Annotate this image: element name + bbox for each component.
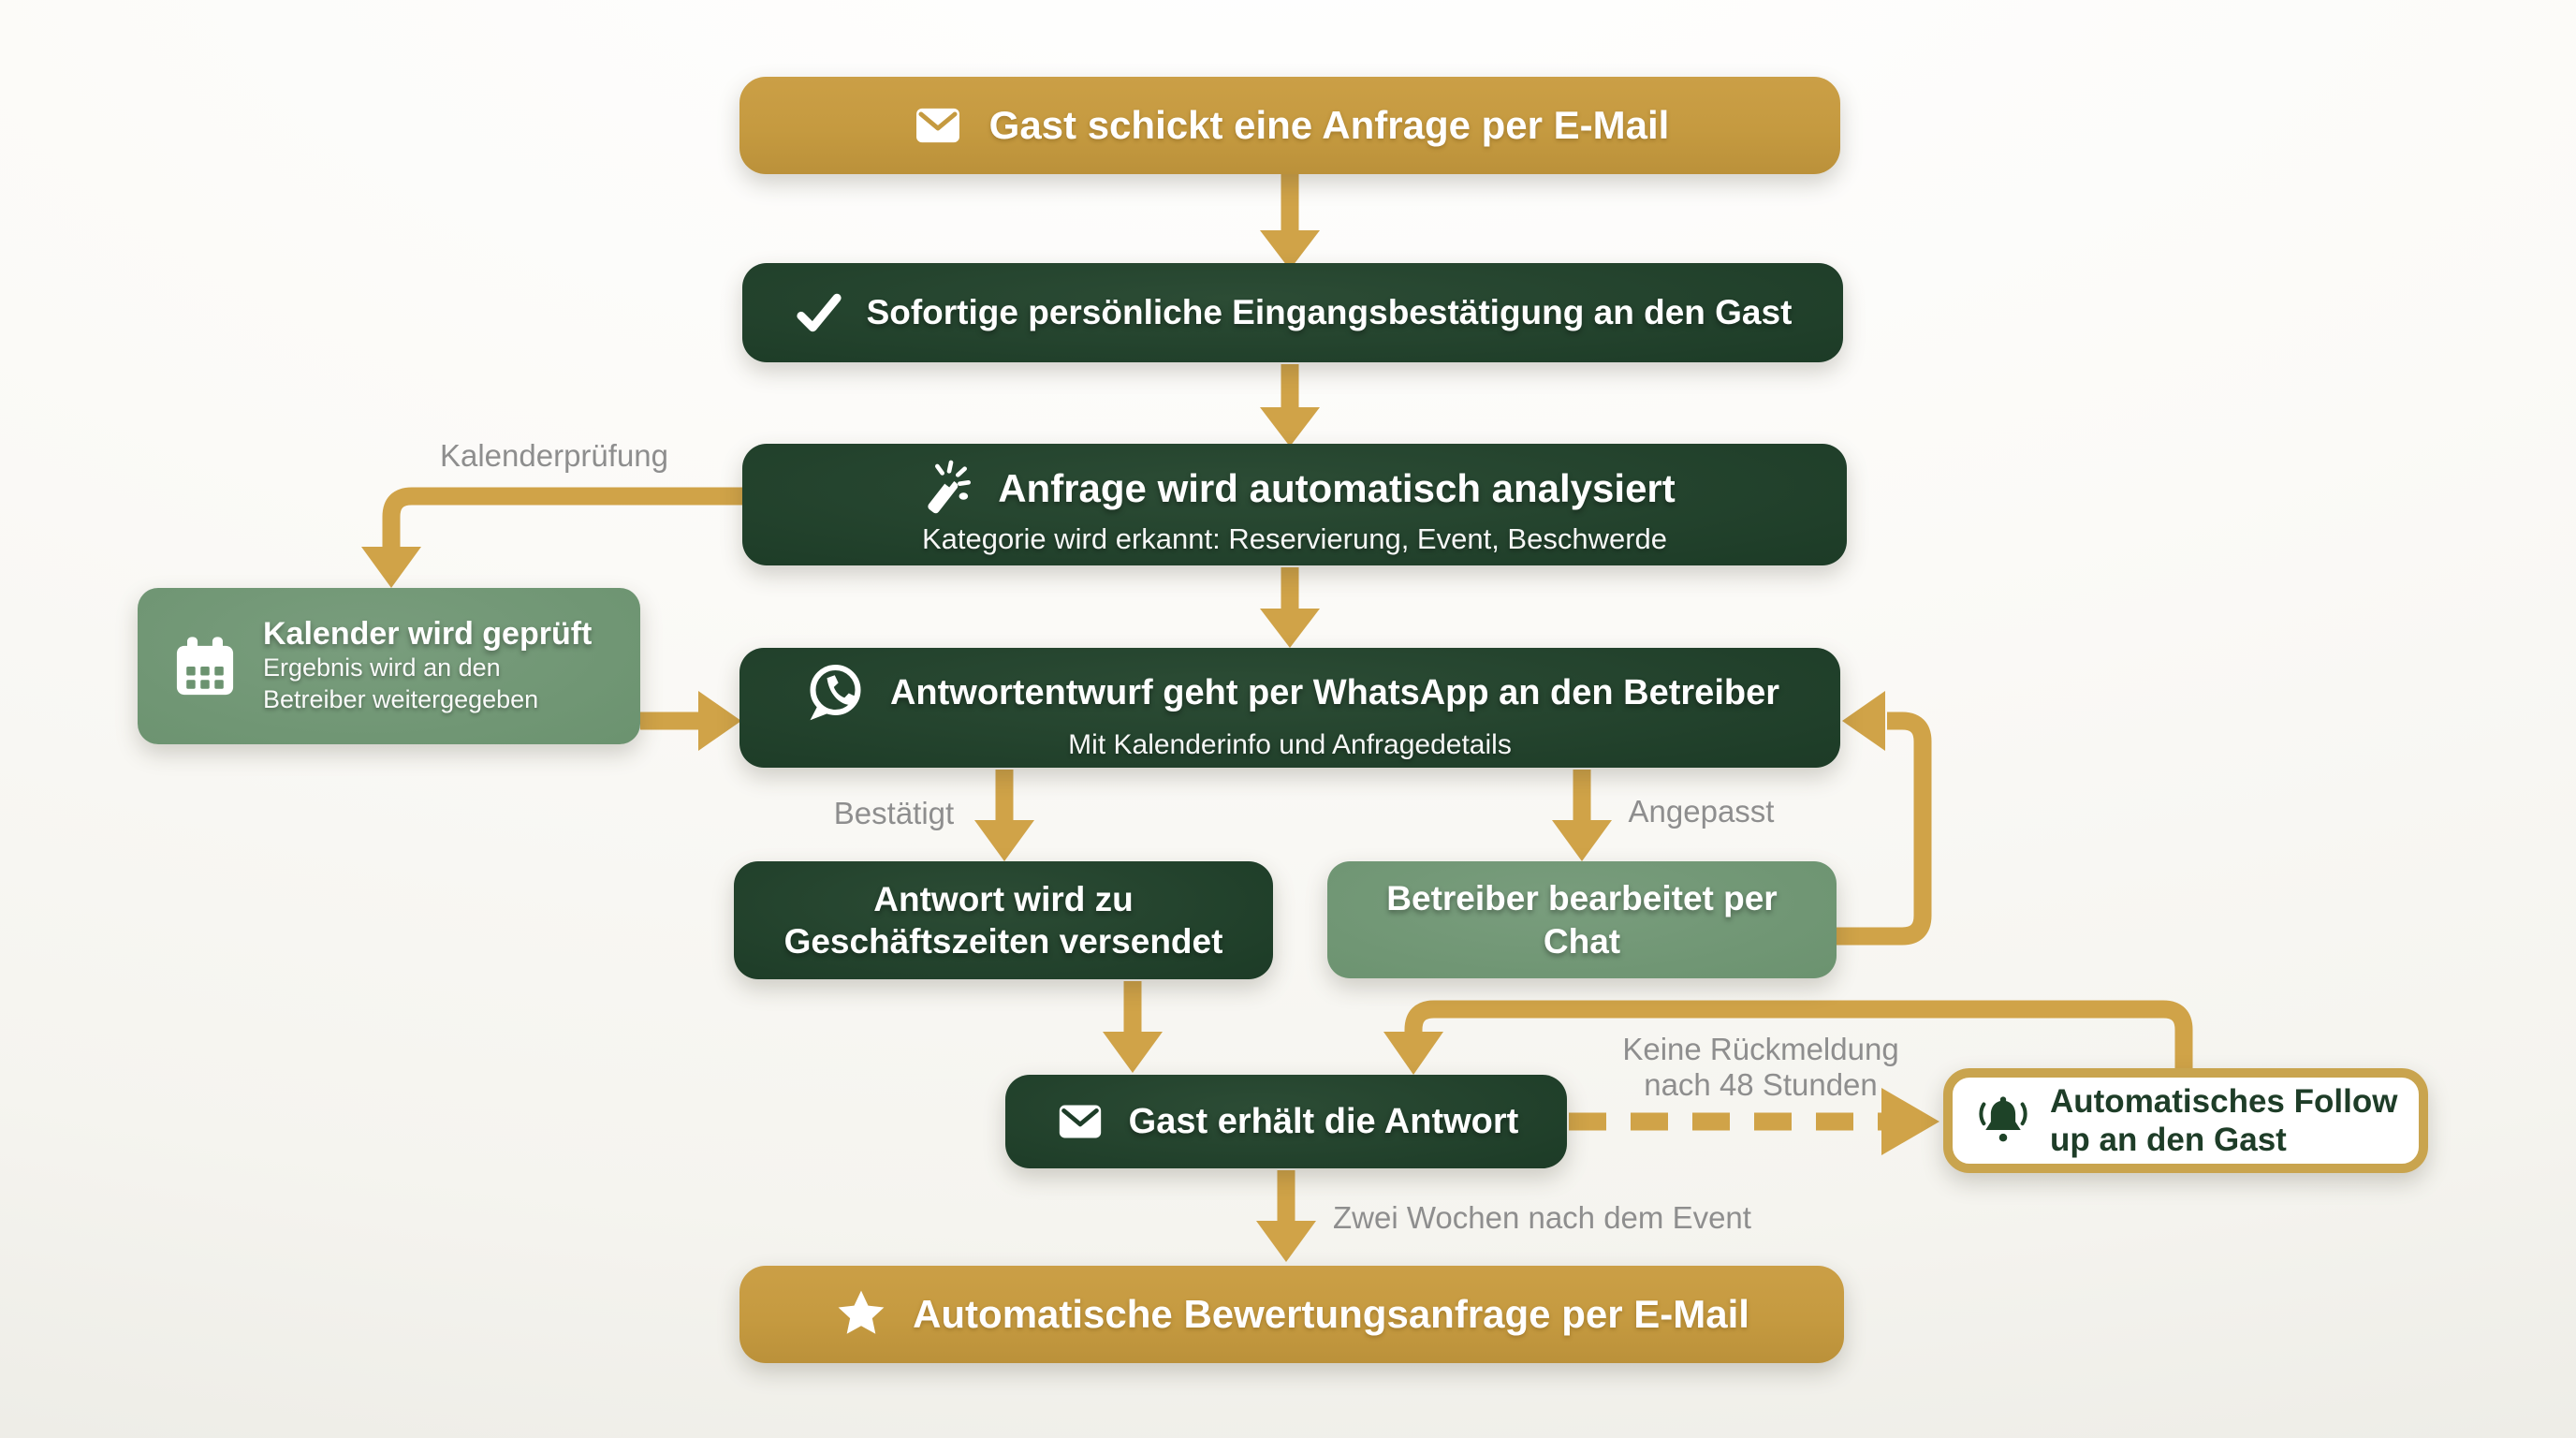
edge-label-adjusted: Angepasst	[1628, 794, 1775, 829]
node-title: Automatisches Follow up an den Gast	[2050, 1082, 2398, 1158]
edge-followup-to-guest	[1404, 1000, 2193, 1068]
node-title: Antwortentwurf geht per WhatsApp an den …	[889, 672, 1780, 712]
edge-chat-loop-to-whatsapp-arrowhead	[1842, 691, 1885, 751]
envelope-icon	[1059, 1105, 1101, 1138]
node-title: Gast erhält die Antwort	[1128, 1101, 1519, 1141]
node-subtitle: Ergebnis wird an den Betreiber weitergeg…	[263, 653, 539, 713]
edge-confirmation-to-analysis-arrowhead	[1260, 407, 1320, 447]
edge-analysis-to-whatsapp-arrowhead	[1260, 609, 1320, 648]
node-guest-sends-email: Gast schickt eine Anfrage per E-Mail	[739, 77, 1840, 174]
node-subtitle: Mit Kalenderinfo und Anfragedetails	[1068, 729, 1512, 760]
edge-label-two-weeks: Zwei Wochen nach dem Event	[1333, 1200, 1751, 1235]
edge-sendhours-to-guest-arrowhead	[1103, 1032, 1163, 1073]
whatsapp-icon	[810, 665, 861, 721]
star-icon	[838, 1290, 885, 1334]
check-icon	[796, 293, 842, 332]
node-subtitle: Kategorie wird erkannt: Reservierung, Ev…	[921, 522, 1668, 555]
node-title: Automatische Bewertungsanfrage per E-Mai…	[913, 1292, 1749, 1336]
node-automatic-follow-up: Automatisches Follow up an den Gast	[1943, 1068, 2428, 1173]
node-review-request: Automatische Bewertungsanfrage per E-Mai…	[739, 1266, 1844, 1363]
node-calendar-check: Kalender wird geprüft Ergebnis wird an d…	[138, 588, 640, 744]
edge-calendar-to-whatsapp-arrowhead	[698, 691, 741, 751]
node-whatsapp-draft: Antwortentwurf geht per WhatsApp an den …	[739, 648, 1840, 768]
edge-whatsapp-to-sendhours-arrowhead	[974, 820, 1034, 861]
node-automatic-analysis: Anfrage wird automatisch analysiert Kate…	[742, 444, 1847, 565]
node-title: Betreiber bearbeitet per Chat	[1386, 879, 1778, 961]
edge-whatsapp-to-chat-arrowhead	[1552, 820, 1612, 861]
node-title: Sofortige persönliche Eingangsbestätigun…	[866, 293, 1793, 331]
edge-chat-loop-to-whatsapp	[1837, 712, 1932, 946]
node-send-business-hours: Antwort wird zu Geschäftszeiten versende…	[734, 861, 1273, 979]
edge-analysis-to-calendar-arrowhead	[361, 547, 421, 588]
node-title: Antwort wird zu Geschäftszeiten versende…	[783, 879, 1223, 961]
edge-followup-to-guest-arrowhead	[1383, 1032, 1443, 1075]
edge-email-to-confirmation-arrowhead	[1260, 230, 1320, 270]
calendar-icon	[176, 636, 234, 695]
envelope-icon	[915, 108, 959, 143]
node-title: Gast schickt eine Anfrage per E-Mail	[988, 103, 1670, 147]
edge-guest-to-followup-arrowhead	[1881, 1088, 1939, 1155]
node-immediate-confirmation: Sofortige persönliche Eingangsbestätigun…	[742, 263, 1843, 362]
node-title: Kalender wird geprüft	[263, 616, 593, 653]
edge-label-no-response: Keine Rückmeldung nach 48 Stunden	[1622, 1032, 1899, 1103]
magic-wand-icon	[928, 460, 972, 514]
edge-guest-to-review-arrowhead	[1256, 1221, 1316, 1262]
edge-analysis-to-calendar	[382, 487, 742, 549]
node-guest-receives-answer: Gast erhält die Antwort	[1005, 1075, 1567, 1168]
edge-label-calendar-check: Kalenderprüfung	[439, 438, 669, 473]
node-title: Anfrage wird automatisch analysiert	[998, 466, 1676, 510]
edge-label-confirmed: Bestätigt	[833, 796, 955, 830]
bell-icon	[1979, 1096, 2027, 1142]
node-operator-edits-chat: Betreiber bearbeitet per Chat	[1327, 861, 1837, 978]
